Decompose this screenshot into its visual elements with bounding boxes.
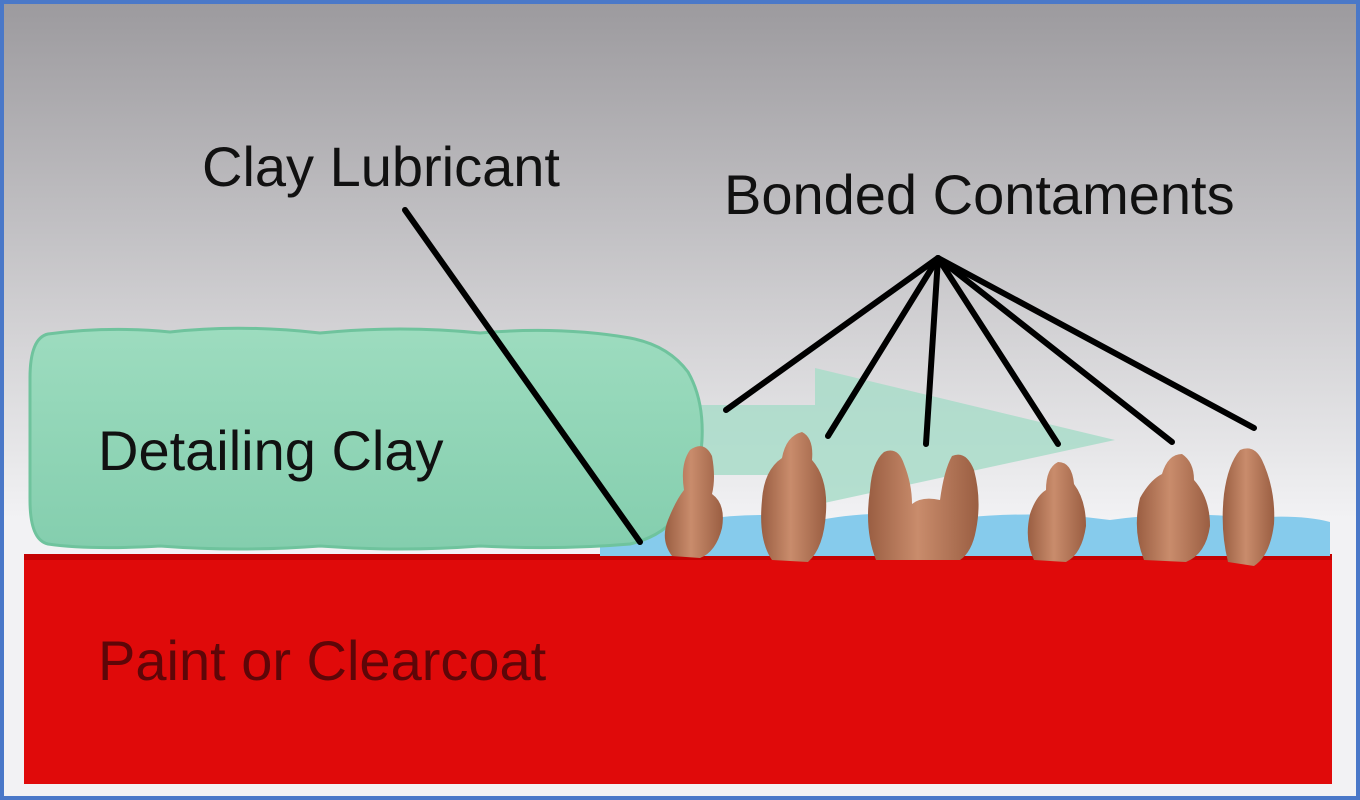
detailing-clay-label: Detailing Clay xyxy=(98,419,444,482)
clay-lubricant-leader xyxy=(402,207,643,545)
contaminant-leader xyxy=(923,255,941,447)
contaminant-leader xyxy=(935,255,1257,431)
contaminant-particle-icon xyxy=(1027,462,1086,562)
paint-layer xyxy=(24,556,1332,784)
contaminant-particle-icon xyxy=(761,432,827,562)
clay-lubricant-label: Clay Lubricant xyxy=(202,135,560,198)
paint-clearcoat-label: Paint or Clearcoat xyxy=(98,629,547,692)
leader-lines xyxy=(402,207,1257,545)
contaminant-leader xyxy=(723,255,941,413)
contaminant-particle-icon xyxy=(1136,454,1210,562)
bonded-contaminants-label: Bonded Contaments xyxy=(724,163,1235,226)
contaminant-particle-icon xyxy=(664,446,723,558)
paint-layer-top-edge xyxy=(24,554,1332,560)
contaminant-leader xyxy=(825,255,941,439)
contaminant-leader xyxy=(935,255,1061,447)
contaminant-leader xyxy=(935,255,1175,445)
contaminant-particle-icon xyxy=(868,450,979,560)
contaminant-particles xyxy=(664,432,1275,566)
contaminant-particle-icon xyxy=(1222,448,1275,566)
